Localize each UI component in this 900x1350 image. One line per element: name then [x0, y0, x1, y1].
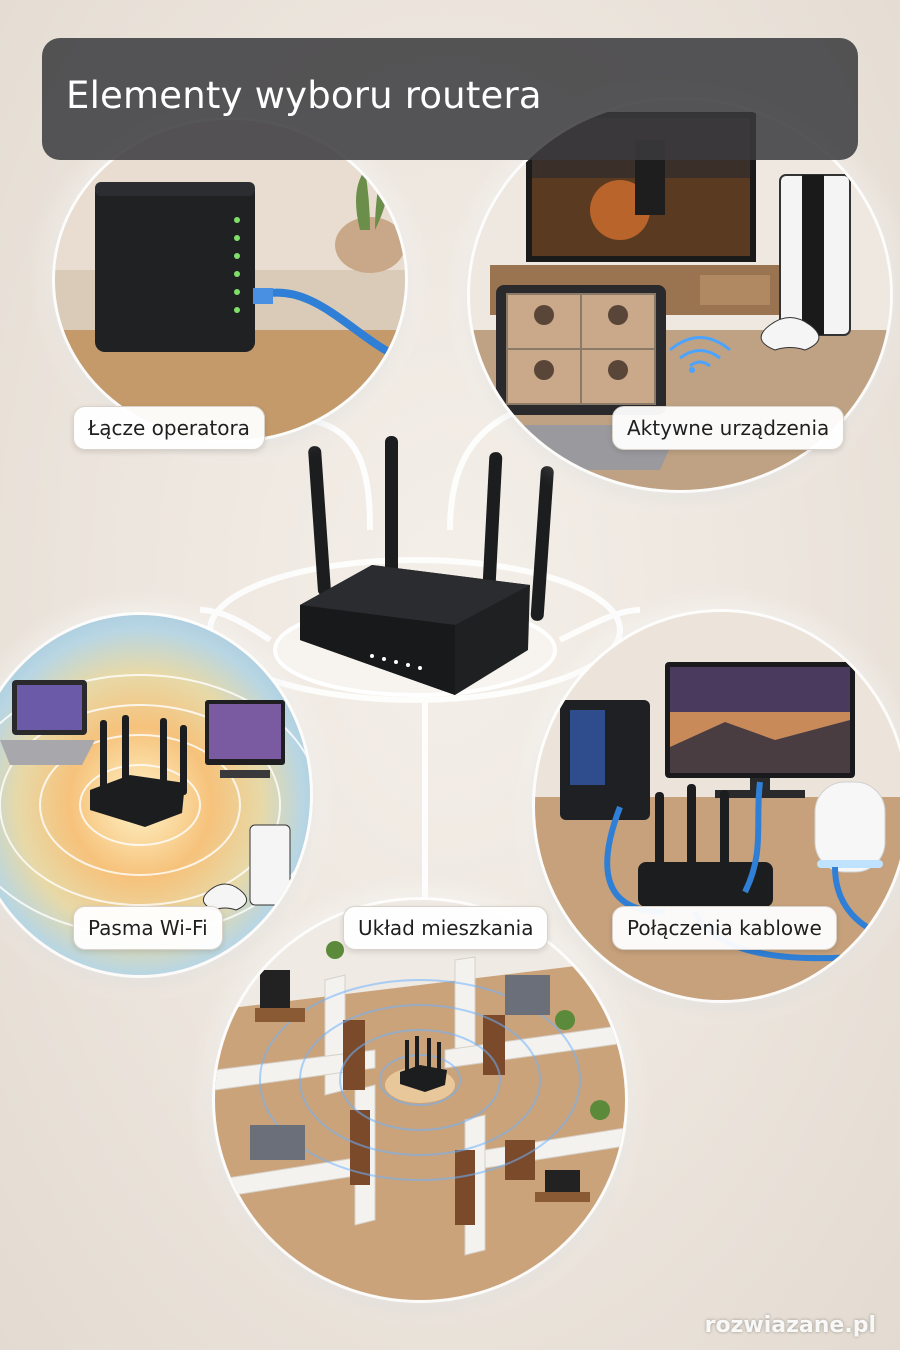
page-title: Elementy wyboru routera: [66, 74, 542, 117]
layout-bubble: [215, 900, 625, 1300]
label-operator: Łącze operatora: [73, 406, 265, 450]
wifi-icon: [669, 336, 731, 368]
watermark: rozwiazane.pl: [704, 1313, 876, 1338]
title-bar: Elementy wyboru routera: [42, 38, 858, 160]
label-wifi-bands: Pasma Wi-Fi: [73, 906, 223, 950]
label-apartment-layout: Układ mieszkania: [343, 906, 549, 950]
modem-icon: [55, 120, 405, 440]
operator-bubble: [55, 120, 405, 440]
floor-plan-icon: [215, 900, 625, 1300]
label-wired-connections: Połączenia kablowe: [612, 906, 837, 950]
label-active-devices: Aktywne urządzenia: [612, 406, 845, 450]
